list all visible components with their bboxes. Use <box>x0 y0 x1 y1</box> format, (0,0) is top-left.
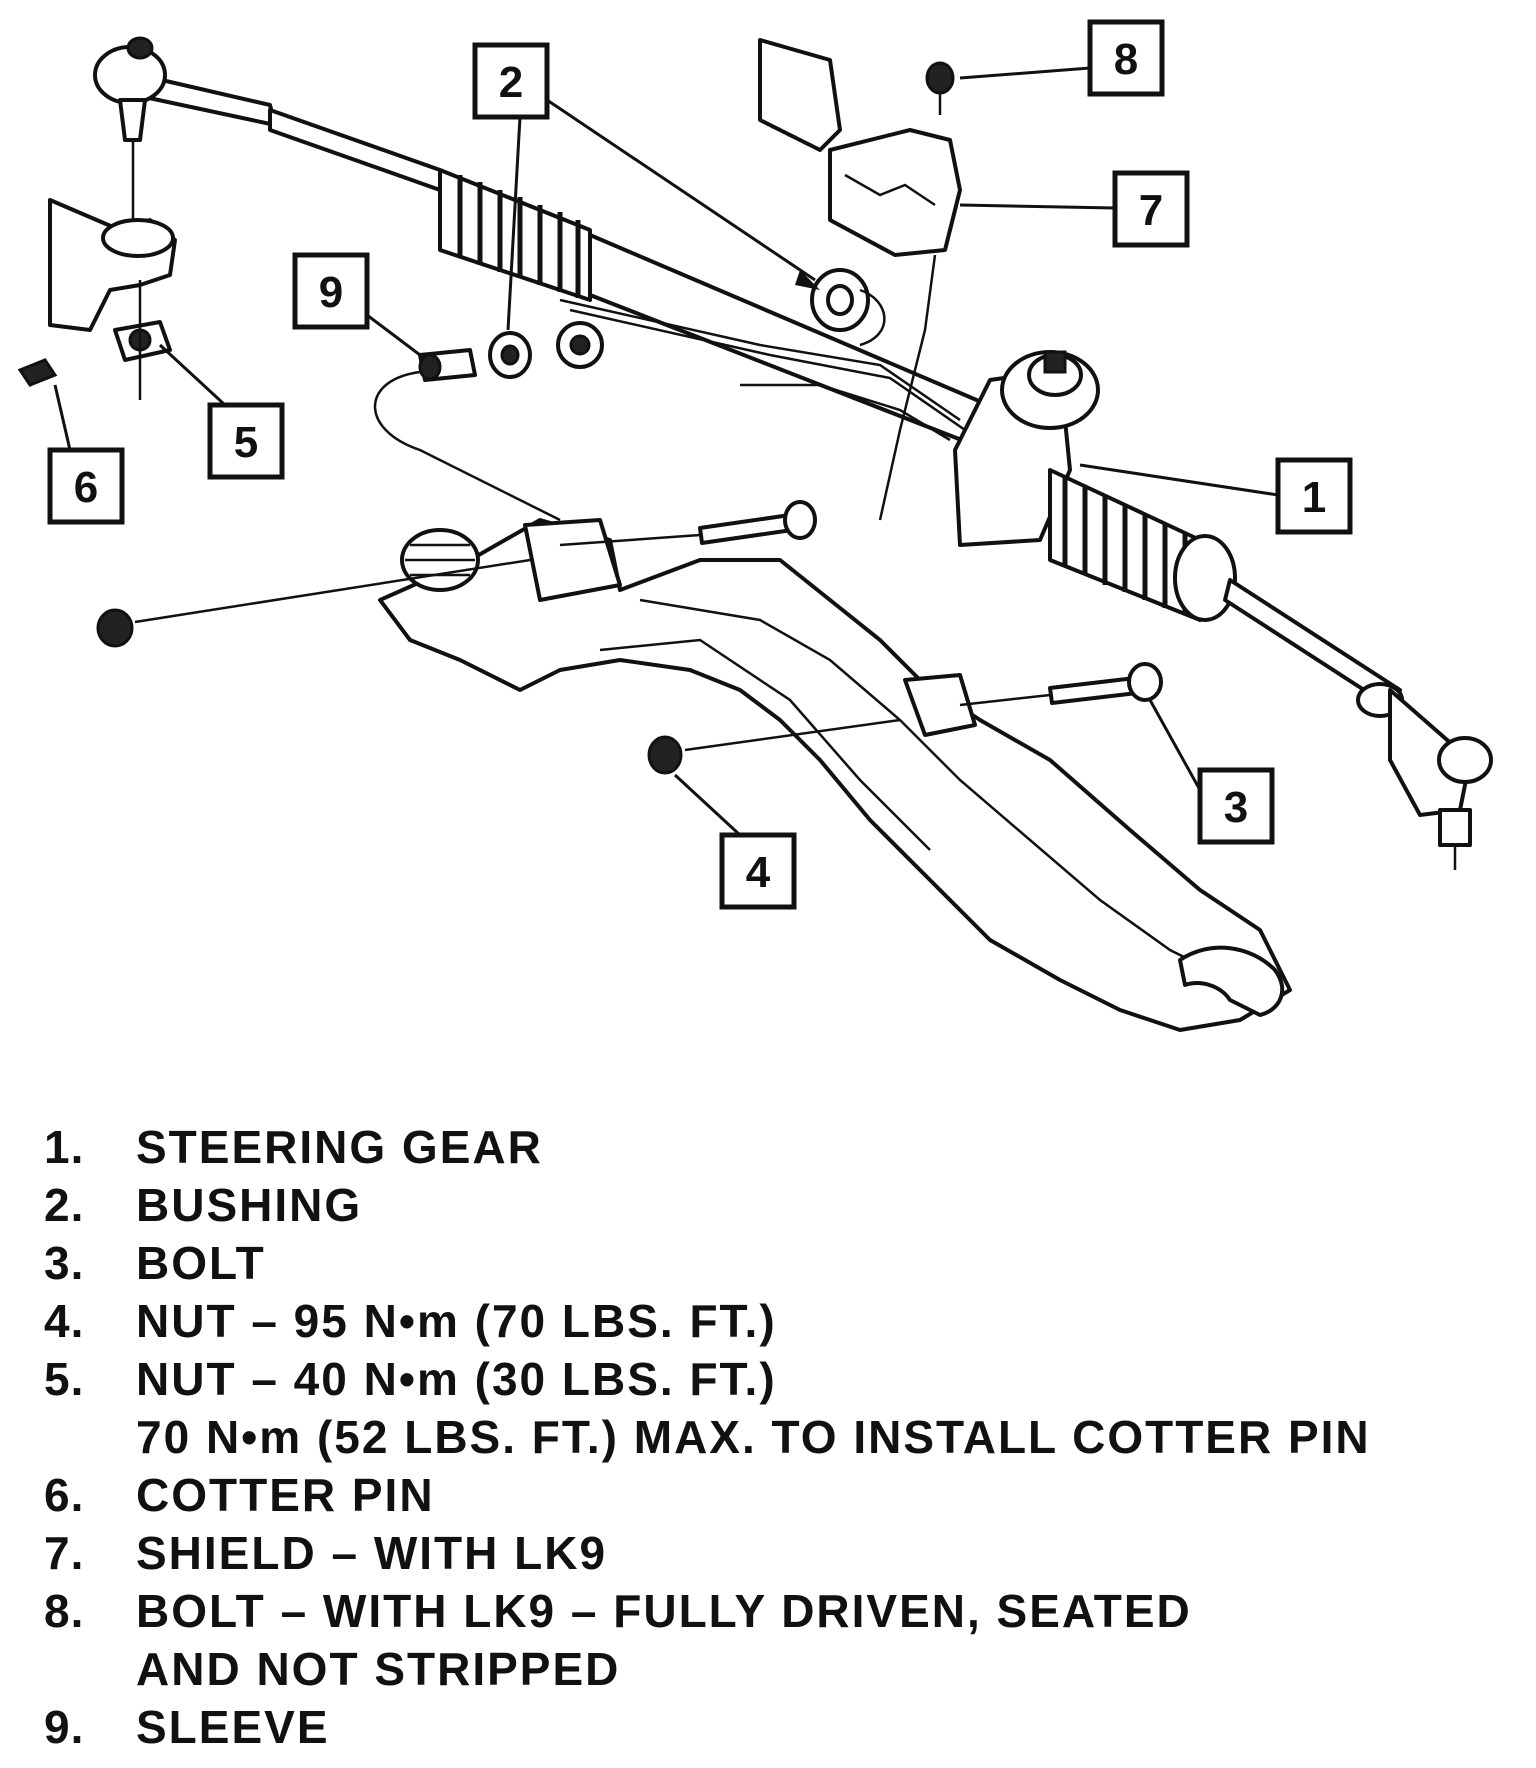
upper-mount-bolt <box>559 500 817 547</box>
legend-number: 2. <box>44 1179 85 1231</box>
left-boot <box>438 168 592 302</box>
right-tie-rod-end <box>1388 688 1493 870</box>
callout-7: 7 <box>959 170 1190 248</box>
lower-mount-nut <box>647 718 901 775</box>
callout-2-label: 2 <box>499 58 523 107</box>
steering-rack <box>93 36 1493 870</box>
crossmember <box>378 518 1292 1032</box>
callout-8-label: 8 <box>1114 35 1138 84</box>
legend-item-3: 3. BOLT <box>44 1234 1504 1292</box>
parts-legend: 1. STEERING GEAR 2. BUSHING 3. BOLT 4. N… <box>44 1118 1504 1756</box>
legend-number: 4. <box>44 1295 85 1347</box>
callout-6: 6 <box>47 384 125 525</box>
right-mount-bracket <box>903 673 977 737</box>
legend-text: SHIELD – WITH LK9 <box>136 1527 608 1579</box>
shield-bolt <box>925 61 955 115</box>
upper-mount-nut <box>96 558 531 648</box>
callout-3: 3 <box>1148 699 1275 845</box>
callout-2: 2 <box>472 42 820 331</box>
legend-text: BUSHING <box>136 1179 363 1231</box>
callout-6-label: 6 <box>74 463 98 512</box>
legend-item-5: 5. NUT – 40 N•m (30 LBS. FT.) 70 N•m (52… <box>44 1350 1504 1466</box>
legend-item-4: 4. NUT – 95 N•m (70 LBS. FT.) <box>44 1292 1504 1350</box>
callout-4: 4 <box>673 773 797 910</box>
legend-item-1: 1. STEERING GEAR <box>44 1118 1504 1176</box>
bushing-hardware <box>488 268 886 379</box>
legend-item-8: 8. BOLT – WITH LK9 – FULLY DRIVEN, SEATE… <box>44 1582 1504 1698</box>
legend-number: 3. <box>44 1237 85 1289</box>
legend-text: NUT – 40 N•m (30 LBS. FT.) 70 N•m (52 LB… <box>136 1353 1371 1463</box>
legend-item-2: 2. BUSHING <box>44 1176 1504 1234</box>
legend-text: BOLT <box>136 1237 266 1289</box>
callout-5: 5 <box>158 343 285 480</box>
callout-1: 1 <box>1079 457 1353 535</box>
sleeve <box>373 348 561 522</box>
left-mount-bushing <box>400 518 622 602</box>
callout-8: 8 <box>959 19 1165 97</box>
lower-mount-bolt <box>959 662 1163 707</box>
legend-item-6: 6. COTTER PIN <box>44 1466 1504 1524</box>
legend-text: STEERING GEAR <box>136 1121 543 1173</box>
callout-9: 9 <box>292 252 421 357</box>
callout-1-label: 1 <box>1302 473 1326 522</box>
callout-3-label: 3 <box>1224 783 1248 832</box>
steering-knuckle <box>17 198 177 400</box>
legend-number: 7. <box>44 1527 85 1579</box>
legend-item-9: 9. SLEEVE <box>44 1698 1504 1756</box>
callout-7-label: 7 <box>1139 186 1163 235</box>
legend-text: NUT – 95 N•m (70 LBS. FT.) <box>136 1295 777 1347</box>
legend-number: 5. <box>44 1353 85 1405</box>
shield <box>758 38 962 521</box>
legend-number: 9. <box>44 1701 85 1753</box>
pinion-housing <box>953 350 1100 547</box>
legend-text: BOLT – WITH LK9 – FULLY DRIVEN, SEATED A… <box>136 1585 1192 1695</box>
legend-item-7: 7. SHIELD – WITH LK9 <box>44 1524 1504 1582</box>
callout-9-label: 9 <box>319 268 343 317</box>
legend-number: 1. <box>44 1121 85 1173</box>
legend-number: 6. <box>44 1469 85 1521</box>
legend-text: SLEEVE <box>136 1701 330 1753</box>
callout-4-label: 4 <box>746 848 771 897</box>
legend-text: COTTER PIN <box>136 1469 435 1521</box>
right-boot <box>1048 468 1237 622</box>
steering-gear-diagram: 1 2 3 4 5 6 7 8 <box>17 19 1493 1032</box>
legend-number: 8. <box>44 1585 85 1637</box>
callout-5-label: 5 <box>234 418 258 467</box>
